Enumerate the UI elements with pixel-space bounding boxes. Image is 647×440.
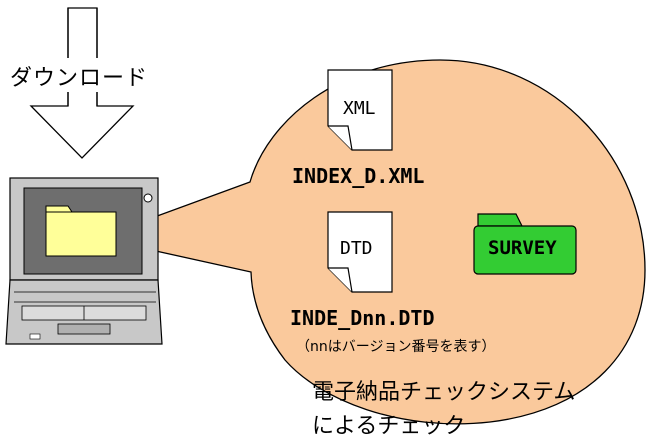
xml-filename: INDEX_D.XML xyxy=(292,164,425,188)
laptop-computer xyxy=(5,177,163,345)
screen-folder-icon xyxy=(45,205,117,257)
survey-folder-label: SURVEY xyxy=(488,237,557,259)
system-caption-line2: によるチェック xyxy=(312,414,466,439)
dtd-icon-text: DTD xyxy=(340,238,373,259)
dtd-document-icon xyxy=(327,211,393,293)
dtd-filename: INDE_Dnn.DTD xyxy=(290,306,435,330)
download-arrow xyxy=(10,7,155,159)
survey-folder-icon xyxy=(473,213,577,275)
download-label: ダウンロード xyxy=(10,66,149,91)
dtd-version-note: （nnはバージョン番号を表す） xyxy=(296,339,496,355)
system-caption-line1: 電子納品チェックシステム xyxy=(312,380,576,405)
xml-icon-text: XML xyxy=(343,98,376,119)
xml-document-icon xyxy=(327,69,393,151)
